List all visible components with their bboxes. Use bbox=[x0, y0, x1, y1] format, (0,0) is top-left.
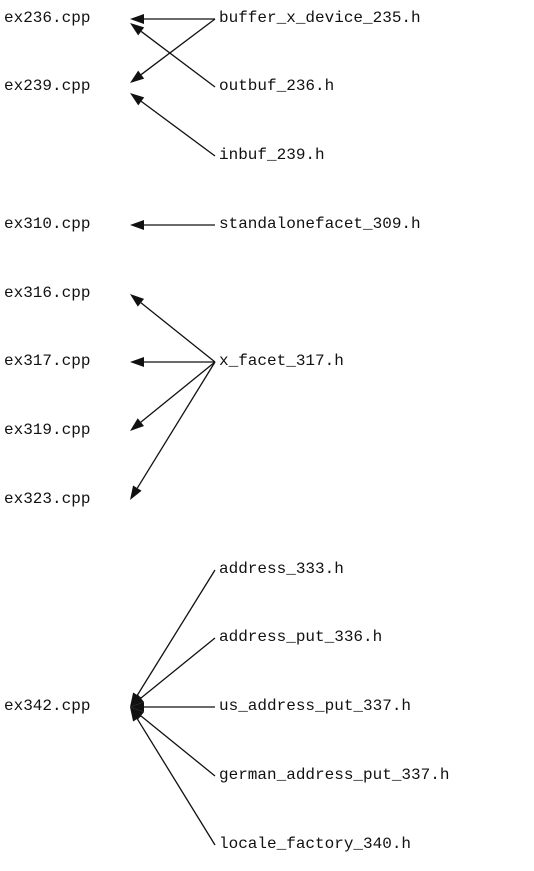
source-file-label-x-facet-317-h: x_facet_317.h bbox=[219, 352, 344, 370]
source-file-label-locale-factory-340-h: locale_factory_340.h bbox=[219, 835, 412, 853]
dependency-arrow-buffer-x-device-235-h-to-ex239-cpp bbox=[130, 18, 216, 83]
dependency-arrow-standalonefacet-309-h-to-ex310-cpp bbox=[130, 220, 215, 230]
dependency-arrow-german-address-put-337-h-to-ex342-cpp bbox=[130, 707, 216, 777]
dependency-arrow-inbuf-239-h-to-ex239-cpp bbox=[130, 93, 216, 157]
source-file-label-german-address-put-337-h: german_address_put_337.h bbox=[219, 766, 450, 784]
dependency-arrow-us-address-put-337-h-to-ex342-cpp bbox=[130, 702, 215, 712]
dependency-arrow-x-facet-317-h-to-ex319-cpp bbox=[130, 361, 216, 431]
target-file-label-ex319-cpp: ex319.cpp bbox=[4, 421, 91, 439]
dependency-arrow-x-facet-317-h-to-ex316-cpp bbox=[130, 294, 216, 363]
dependency-arrow-locale-factory-340-h-to-ex342-cpp bbox=[130, 707, 216, 846]
target-file-label-ex323-cpp: ex323.cpp bbox=[4, 490, 91, 508]
source-file-label-us-address-put-337-h: us_address_put_337.h bbox=[219, 697, 412, 715]
target-file-label-ex317-cpp: ex317.cpp bbox=[4, 352, 91, 370]
dependency-arrow-address-put-336-h-to-ex342-cpp bbox=[130, 637, 216, 707]
target-file-label-ex236-cpp: ex236.cpp bbox=[4, 9, 91, 27]
target-file-label-ex342-cpp: ex342.cpp bbox=[4, 697, 91, 715]
source-file-label-buffer-x-device-235-h: buffer_x_device_235.h bbox=[219, 9, 421, 27]
source-file-label-outbuf-236-h: outbuf_236.h bbox=[219, 77, 335, 95]
dependency-arrow-outbuf-236-h-to-ex236-cpp bbox=[130, 23, 216, 88]
target-file-label-ex239-cpp: ex239.cpp bbox=[4, 77, 91, 95]
source-file-label-standalonefacet-309-h: standalonefacet_309.h bbox=[219, 215, 421, 233]
source-file-label-address-put-336-h: address_put_336.h bbox=[219, 628, 383, 646]
target-file-label-ex310-cpp: ex310.cpp bbox=[4, 215, 91, 233]
dependency-arrow-address-333-h-to-ex342-cpp bbox=[130, 569, 216, 707]
target-file-label-ex316-cpp: ex316.cpp bbox=[4, 284, 91, 302]
dependency-arrow-x-facet-317-h-to-ex323-cpp bbox=[130, 361, 216, 500]
source-file-label-inbuf-239-h: inbuf_239.h bbox=[219, 146, 325, 164]
source-file-label-address-333-h: address_333.h bbox=[219, 560, 344, 578]
dependency-arrow-x-facet-317-h-to-ex317-cpp bbox=[130, 357, 215, 367]
dependency-arrow-buffer-x-device-235-h-to-ex236-cpp bbox=[130, 14, 215, 24]
